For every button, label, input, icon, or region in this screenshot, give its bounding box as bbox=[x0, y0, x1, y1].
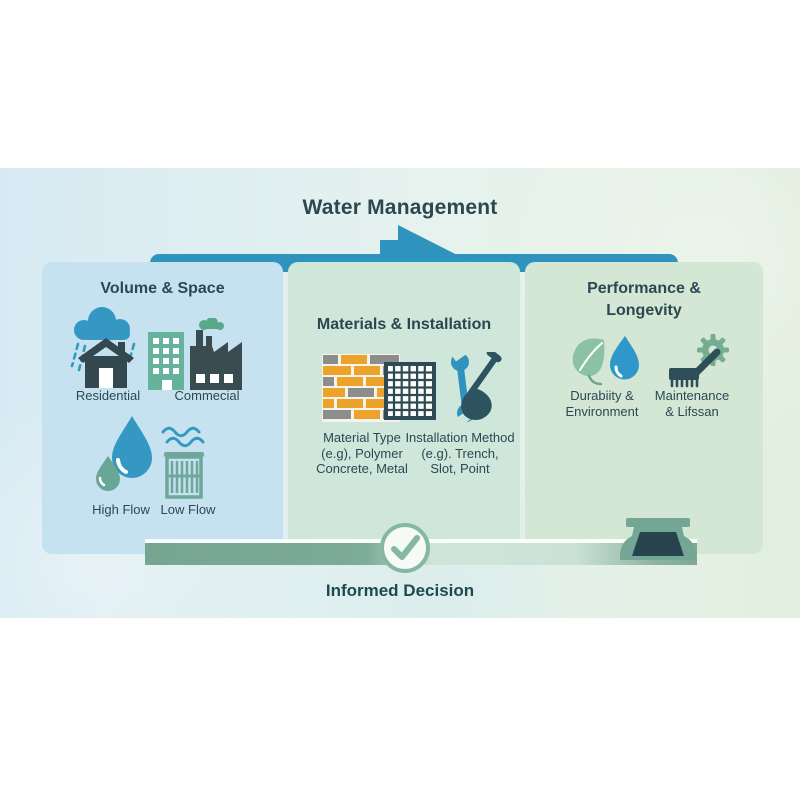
material-type-text: Material Type (e.g), Polymer Concrete, M… bbox=[316, 430, 408, 476]
item-label: Commecial bbox=[174, 388, 240, 403]
building-factory-icon bbox=[148, 318, 242, 390]
page-title: Water Management bbox=[302, 196, 498, 219]
panel-materials-installation: Materials & Installation bbox=[288, 262, 520, 554]
waves-grate-icon bbox=[161, 426, 205, 499]
panel-title: Volume & Space bbox=[100, 280, 225, 297]
check-circle-icon bbox=[380, 523, 430, 573]
wrench-shovel-icon bbox=[450, 352, 502, 424]
channel-drain-icon bbox=[620, 518, 696, 560]
item-label: Low Flow bbox=[160, 502, 216, 517]
brush-gear-icon bbox=[669, 334, 729, 388]
item-label: High Flow bbox=[92, 502, 150, 517]
panel-volume-space: Volume & Space bbox=[42, 262, 283, 554]
informed-decision-label: Informed Decision bbox=[325, 581, 475, 600]
durability-environment-text: Durabiity & Environment bbox=[565, 388, 639, 419]
rain-cloud-house-icon bbox=[70, 307, 136, 388]
water-drops-icon bbox=[96, 416, 152, 491]
panel-title: Materials & Installation bbox=[316, 316, 492, 333]
maintenance-lifespan-text: Maintenance & Lifssan bbox=[654, 388, 730, 419]
leaf-drop-icon bbox=[572, 336, 639, 386]
mesh-grid-icon bbox=[384, 362, 436, 420]
panel-performance-longevity: Performance & Longevity bbox=[525, 262, 763, 554]
item-label: Residential bbox=[75, 388, 141, 403]
installation-method-text: Installation Method (e.g). Trench, Slot,… bbox=[405, 430, 515, 476]
panel-title: Performance & Longevity bbox=[587, 280, 701, 319]
